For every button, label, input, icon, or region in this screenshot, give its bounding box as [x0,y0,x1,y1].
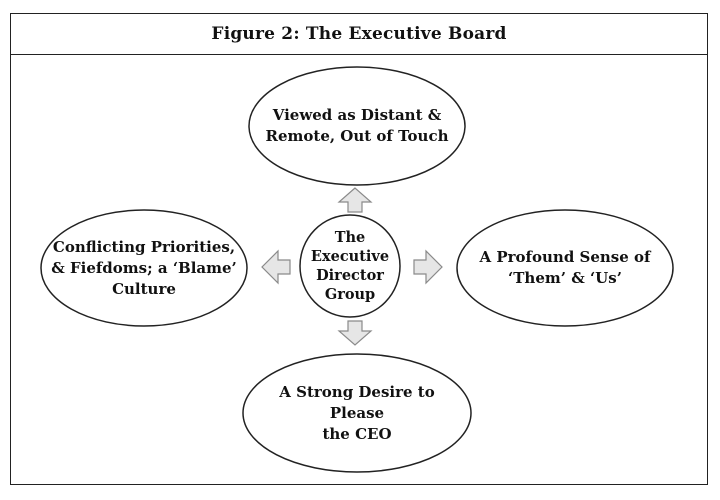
center-node-shape [299,214,401,318]
right-node-shape [456,209,674,327]
left-node-label: Conflicting Priorities, & Fiefdoms; a ‘B… [51,237,237,298]
figure-frame: Figure 2: The Executive Board [10,13,708,485]
center-node-label: The Executive Director Group [310,229,390,303]
left-node-shape [40,209,248,327]
left-arrow [261,249,291,285]
up-arrow [337,187,373,213]
right-node-label: A Profound Sense of ‘Them’ & ‘Us’ [479,248,651,287]
bottom-node-shape [242,353,472,473]
bottom-node-label: A Strong Desire to Please the CEO [279,382,435,443]
top-node-label: Viewed as Distant & Remote, Out of Touch [265,106,449,145]
figure-title: Figure 2: The Executive Board [11,14,707,55]
down-arrow [337,320,373,346]
right-arrow [413,249,443,285]
top-node-shape [248,66,466,186]
